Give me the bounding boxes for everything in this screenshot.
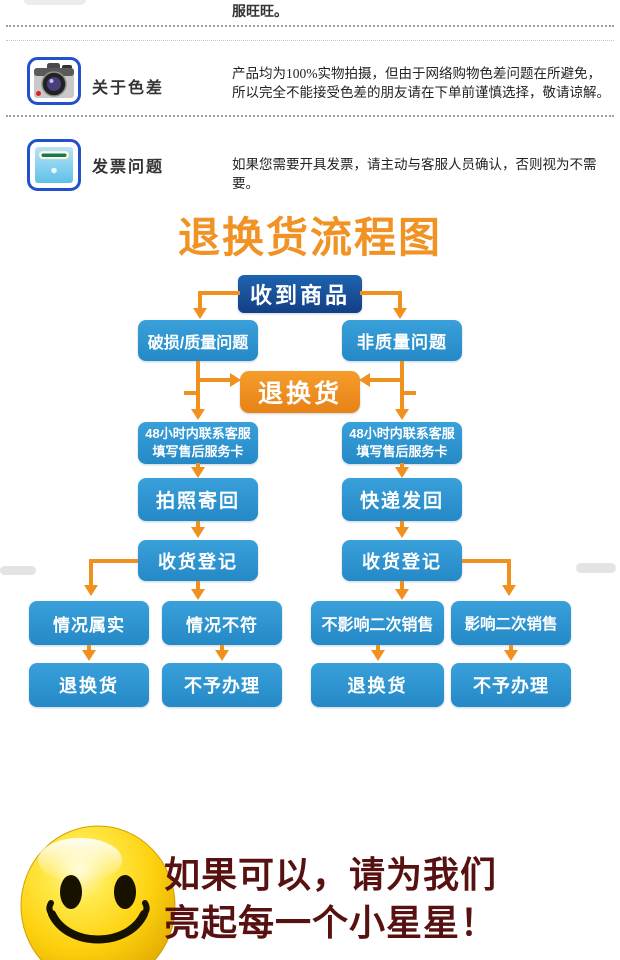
- flow-arrow: [400, 521, 404, 529]
- flowchart-title: 退换货流程图: [177, 214, 442, 261]
- node-text-line: 填写售后服务卡: [152, 444, 244, 459]
- flow-arrow-head: [371, 650, 385, 661]
- flow-arrow: [462, 559, 511, 563]
- node-text-line: 48小时内联系客服: [145, 426, 251, 441]
- flow-arrow-head: [191, 589, 205, 600]
- node-damage-quality-issue: 破损/质量问题: [138, 320, 258, 361]
- node-receipt-register-left: 收货登记: [138, 540, 258, 581]
- flow-arrow: [507, 559, 511, 587]
- flow-arrow-head: [84, 585, 98, 596]
- smiley-icon: [20, 825, 176, 960]
- footer-slogan: 如果可以，请为我们 亮起每一个小星星！: [164, 851, 497, 947]
- edge-smudge-right: [576, 563, 616, 573]
- flow-arrow-head: [193, 308, 207, 319]
- node-result-exchange-left: 退换货: [29, 663, 149, 707]
- section-text-invoice: 如果您需要开具发票，请主动与客服人员确认，否则视为不需要。: [232, 155, 614, 193]
- flow-arrow-head: [502, 585, 516, 596]
- flow-arrow: [398, 291, 402, 309]
- node-receive-product: 收到商品: [238, 275, 362, 313]
- node-result-reject-left: 不予办理: [162, 663, 282, 707]
- flow-arrow: [370, 378, 402, 382]
- node-text-line: 填写售后服务卡: [356, 444, 448, 459]
- flow-arrow: [196, 521, 200, 529]
- cutoff-shape-top: [24, 0, 86, 5]
- flow-arrow-head: [393, 308, 407, 319]
- flow-arrow-head: [395, 527, 409, 538]
- flow-arrow: [196, 581, 200, 589]
- flow-arrow-head: [191, 467, 205, 478]
- invoice-icon: [27, 139, 81, 191]
- flow-arrow: [400, 581, 404, 589]
- flow-arrow: [198, 378, 230, 382]
- flow-arrow: [89, 559, 93, 587]
- flow-arrow: [196, 463, 200, 469]
- flow-arrow: [360, 291, 402, 295]
- node-affect-resale: 影响二次销售: [451, 601, 571, 645]
- flow-arrow: [376, 645, 380, 652]
- flow-arrow-head: [191, 409, 205, 420]
- flow-arrow-head: [395, 467, 409, 478]
- node-result-exchange-right: 退换货: [311, 663, 444, 707]
- node-receipt-register-right: 收货登记: [342, 540, 462, 581]
- node-photo-send-back: 拍照寄回: [138, 478, 258, 521]
- node-case-true: 情况属实: [29, 601, 149, 645]
- flow-arrow-head: [191, 527, 205, 538]
- node-express-send-back: 快递发回: [342, 478, 462, 521]
- flow-arrow: [509, 645, 513, 652]
- flow-arrow: [220, 645, 224, 652]
- flow-arrow-head: [359, 373, 370, 387]
- node-contact-service-right: 48小时内联系客服 填写售后服务卡: [342, 422, 462, 464]
- node-contact-service-left: 48小时内联系客服 填写售后服务卡: [138, 422, 258, 464]
- section-label-color-difference: 关于色差: [92, 80, 165, 97]
- flow-arrow-head: [82, 650, 96, 661]
- flow-arrow: [400, 361, 404, 411]
- flow-arrow-head: [504, 650, 518, 661]
- section-text-line: 如果您需要开具发票，请主动与客服人员确认，否则视为不需要。: [232, 157, 597, 191]
- flow-arrow: [198, 291, 240, 295]
- flow-arrow: [196, 361, 200, 411]
- node-text-line: 48小时内联系客服: [349, 426, 455, 441]
- flow-arrow: [184, 391, 198, 395]
- flow-arrow: [89, 559, 138, 563]
- camera-icon: [27, 57, 81, 105]
- flow-arrow: [198, 291, 202, 309]
- section-text-color-difference: 产品均为100%实物拍摄，但由于网络购物色差问题在所避免， 所以完全不能接受色差…: [232, 64, 614, 102]
- separator-line: [6, 25, 614, 27]
- node-case-mismatch: 情况不符: [162, 601, 282, 645]
- node-return-exchange: 退换货: [240, 371, 360, 413]
- order-note-partial-text: 服旺旺。: [232, 5, 288, 20]
- flow-arrow: [87, 645, 91, 652]
- section-label-invoice: 发票问题: [92, 159, 165, 176]
- section-text-line: 产品均为100%实物拍摄，但由于网络购物色差问题在所避免，: [232, 66, 601, 81]
- flow-arrow: [400, 463, 404, 469]
- separator-line: [6, 115, 614, 117]
- flow-arrow-head: [395, 409, 409, 420]
- footer-line-2: 亮起每一个小星星！: [164, 902, 498, 943]
- flow-arrow-head: [395, 589, 409, 600]
- node-non-quality-issue: 非质量问题: [342, 320, 462, 361]
- node-result-reject-right: 不予办理: [451, 663, 571, 707]
- flow-arrow-head: [230, 373, 241, 387]
- node-no-affect-resale: 不影响二次销售: [311, 601, 444, 645]
- edge-smudge-left: [0, 566, 36, 575]
- section-text-line: 所以完全不能接受色差的朋友请在下单前谨慎选择，敬请谅解。: [232, 85, 610, 100]
- separator-line: [6, 40, 614, 41]
- footer-line-1: 如果可以，请为我们: [164, 854, 498, 895]
- flow-arrow: [402, 391, 416, 395]
- flow-arrow-head: [215, 650, 229, 661]
